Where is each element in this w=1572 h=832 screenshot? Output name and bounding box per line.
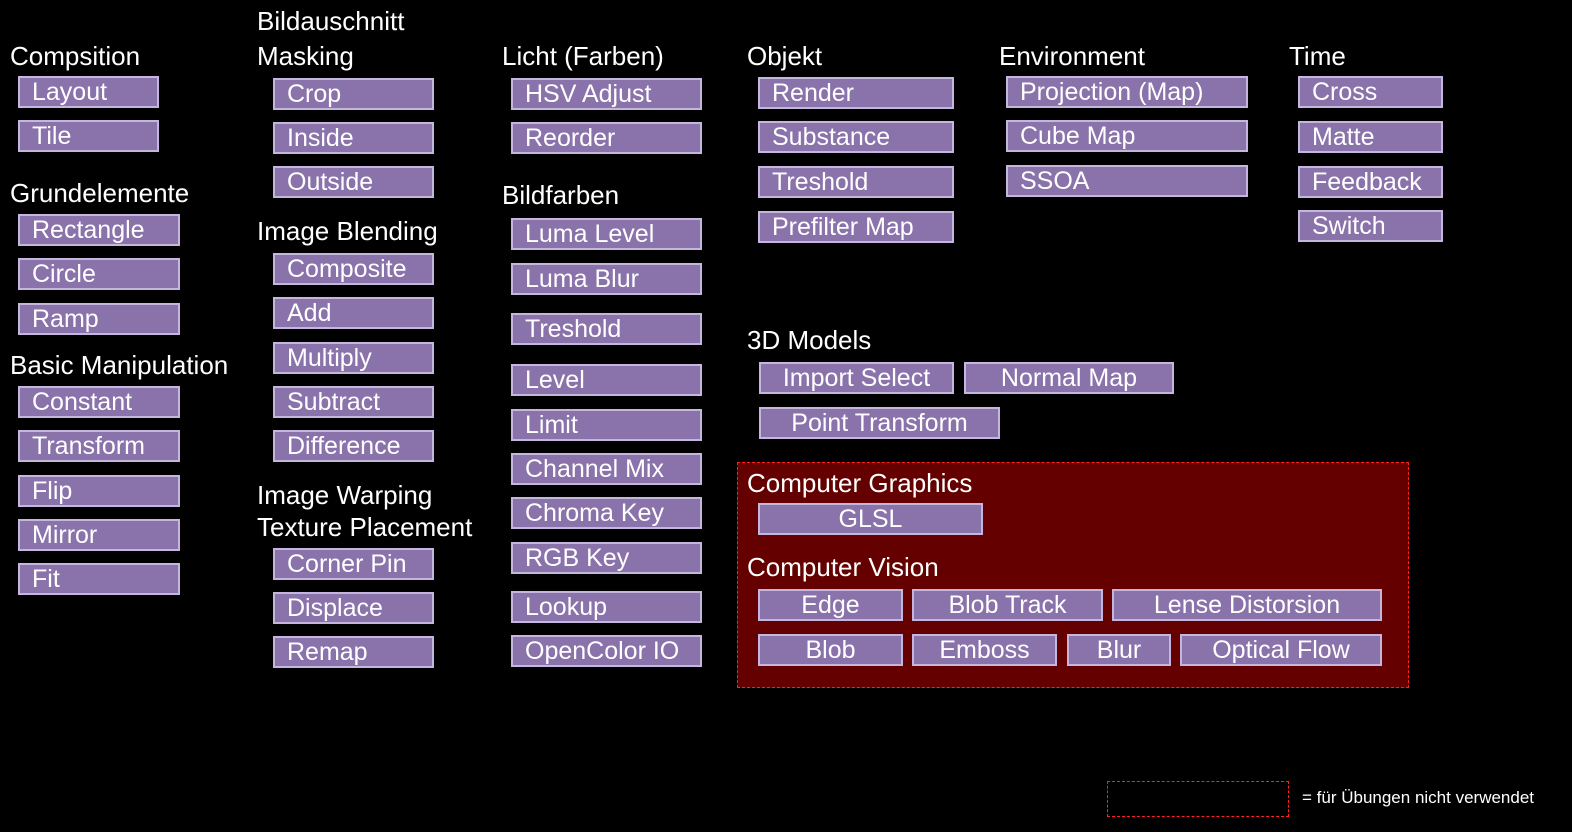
heading-objekt: Objekt [747,41,823,71]
node-glsl[interactable]: GLSL [758,503,983,535]
node-switch[interactable]: Switch [1298,210,1443,242]
node-multiply[interactable]: Multiply [273,342,434,374]
heading-computer-vision: Computer Vision [747,552,939,582]
node-flip[interactable]: Flip [18,475,180,507]
heading-bildfarben: Bildfarben [502,180,620,210]
node-matte[interactable]: Matte [1298,121,1443,153]
node-lookup[interactable]: Lookup [511,591,702,623]
heading-licht: Licht (Farben) [502,41,664,71]
node-opencolor-io[interactable]: OpenColor IO [511,635,702,667]
node-ssoa[interactable]: SSOA [1006,165,1248,197]
node-ramp[interactable]: Ramp [18,303,180,335]
node-fit[interactable]: Fit [18,563,180,595]
heading-texture-placement: Texture Placement [257,512,473,542]
node-add[interactable]: Add [273,297,434,329]
node-crop[interactable]: Crop [273,78,434,110]
node-blob-track[interactable]: Blob Track [912,589,1103,621]
node-subtract[interactable]: Subtract [273,386,434,418]
heading-basic-manipulation: Basic Manipulation [10,350,229,380]
node-cross[interactable]: Cross [1298,76,1443,108]
node-substance[interactable]: Substance [758,121,954,153]
node-treshold-object[interactable]: Treshold [758,166,954,198]
node-hsv-adjust[interactable]: HSV Adjust [511,78,702,110]
node-prefilter-map[interactable]: Prefilter Map [758,211,954,243]
node-inside[interactable]: Inside [273,122,434,154]
heading-image-warping: Image Warping [257,480,433,510]
node-displace[interactable]: Displace [273,592,434,624]
node-tile[interactable]: Tile [18,120,159,152]
node-rectangle[interactable]: Rectangle [18,214,180,246]
node-composite[interactable]: Composite [273,253,434,285]
node-limit[interactable]: Limit [511,409,702,441]
node-luma-level[interactable]: Luma Level [511,218,702,250]
node-point-transform[interactable]: Point Transform [759,407,1000,439]
node-cube-map[interactable]: Cube Map [1006,120,1248,152]
node-edge[interactable]: Edge [758,589,903,621]
heading-composition: Compsition [10,41,141,71]
node-luma-blur[interactable]: Luma Blur [511,263,702,295]
node-layout[interactable]: Layout [18,76,159,108]
heading-masking: Masking [257,41,354,71]
node-blur[interactable]: Blur [1067,634,1171,666]
node-feedback[interactable]: Feedback [1298,166,1443,198]
heading-bildauschnitt: Bildauschnitt [257,6,405,36]
node-projection-map[interactable]: Projection (Map) [1006,76,1248,108]
node-blob[interactable]: Blob [758,634,903,666]
node-rgb-key[interactable]: RGB Key [511,542,702,574]
node-corner-pin[interactable]: Corner Pin [273,548,434,580]
node-transform[interactable]: Transform [18,430,180,462]
node-optical-flow[interactable]: Optical Flow [1180,634,1382,666]
legend-swatch [1107,781,1289,817]
node-reorder[interactable]: Reorder [511,122,702,154]
node-outside[interactable]: Outside [273,166,434,198]
heading-environment: Environment [999,41,1145,71]
node-circle[interactable]: Circle [18,258,180,290]
heading-3d-models: 3D Models [747,325,872,355]
node-constant[interactable]: Constant [18,386,180,418]
node-difference[interactable]: Difference [273,430,434,462]
node-remap[interactable]: Remap [273,636,434,668]
node-render[interactable]: Render [758,77,954,109]
heading-grundelemente: Grundelemente [10,178,190,208]
node-treshold-color[interactable]: Treshold [511,313,702,345]
heading-image-blending: Image Blending [257,216,438,246]
node-level[interactable]: Level [511,364,702,396]
node-normal-map[interactable]: Normal Map [964,362,1174,394]
node-chroma-key[interactable]: Chroma Key [511,497,702,529]
heading-computer-graphics: Computer Graphics [747,468,973,498]
node-import-select[interactable]: Import Select [759,362,954,394]
heading-time: Time [1289,41,1346,71]
legend-text: = für Übungen nicht verwendet [1302,788,1535,807]
node-lense-distorsion[interactable]: Lense Distorsion [1112,589,1382,621]
node-emboss[interactable]: Emboss [912,634,1057,666]
node-channel-mix[interactable]: Channel Mix [511,453,702,485]
node-mirror[interactable]: Mirror [18,519,180,551]
